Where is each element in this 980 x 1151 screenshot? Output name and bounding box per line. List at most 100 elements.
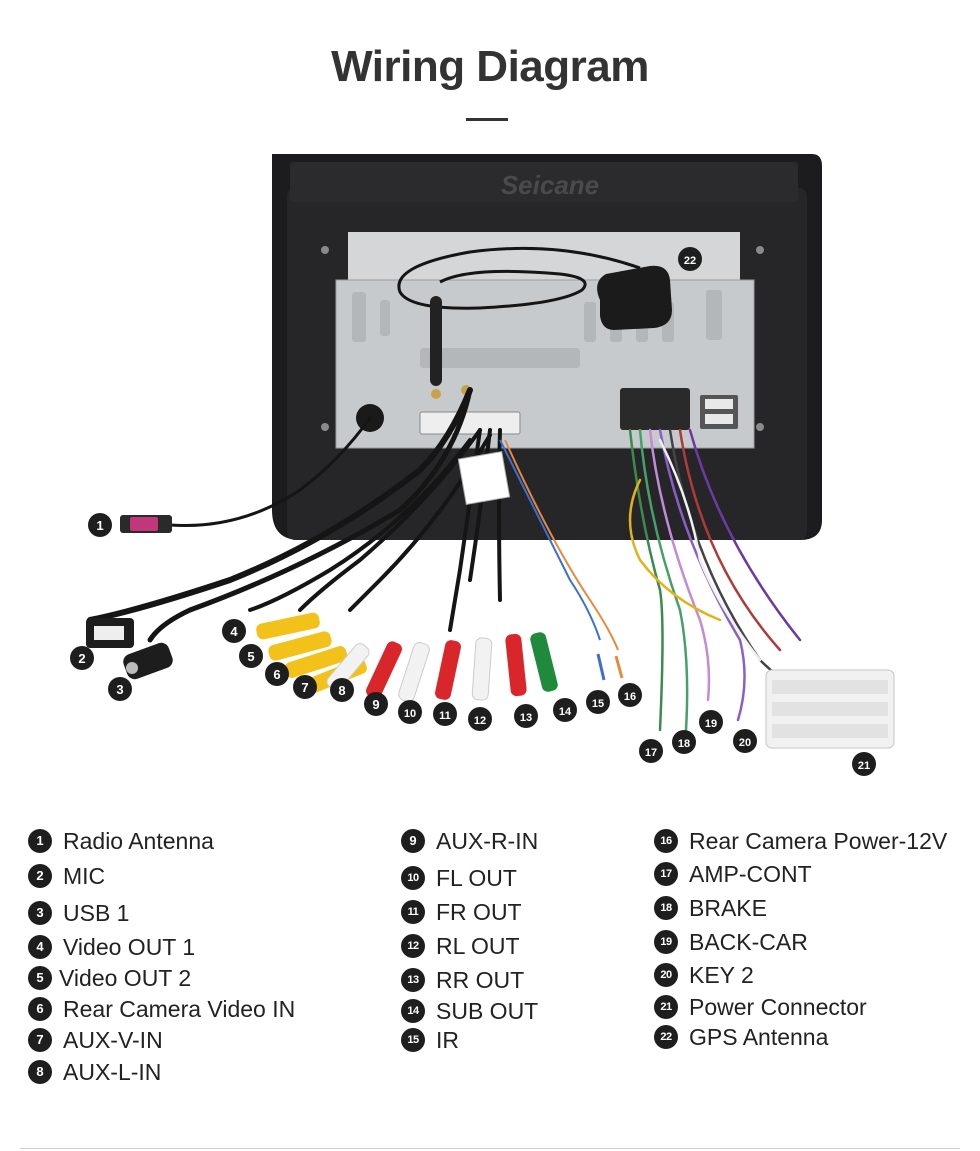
- svg-text:20: 20: [739, 737, 751, 749]
- bottom-divider: [20, 1148, 960, 1149]
- gps-antenna: [597, 265, 672, 330]
- badge-15: 15: [586, 690, 610, 714]
- svg-text:1: 1: [96, 518, 103, 533]
- svg-text:2: 2: [78, 651, 85, 666]
- legend-number-badge: 2: [28, 864, 52, 888]
- legend-number-badge: 14: [401, 999, 425, 1023]
- page-title: Wiring Diagram: [331, 42, 649, 91]
- svg-text:21: 21: [858, 760, 870, 772]
- wifi-antenna: [430, 296, 442, 386]
- legend-label: AUX-R-IN: [436, 828, 539, 854]
- screw-icon: [756, 423, 764, 431]
- legend: 1 Radio Antenna 2 MIC 3 USB 1 4 Video OU…: [0, 826, 980, 1096]
- svg-text:16: 16: [624, 691, 636, 703]
- bezel-top-strip: [290, 162, 798, 202]
- diagram-badges: 1 2 3 4 5 6 7 8 9 10 11 12 13 14 15 16 1…: [70, 247, 876, 776]
- svg-text:7: 7: [301, 680, 308, 695]
- badge-6: 6: [265, 662, 289, 686]
- svg-text:14: 14: [559, 706, 572, 718]
- svg-text:17: 17: [645, 747, 657, 759]
- rca-audio-group: [326, 632, 558, 702]
- legend-label: AUX-L-IN: [63, 1059, 162, 1085]
- watermark-text: Seicane: [501, 170, 599, 200]
- badge-2: 2: [70, 646, 94, 670]
- legend-label: KEY 2: [689, 962, 754, 988]
- svg-text:19: 19: [705, 718, 717, 730]
- badge-22: 22: [678, 247, 702, 271]
- svg-text:9: 9: [372, 697, 379, 712]
- legend-number-badge: 22: [654, 1025, 678, 1049]
- legend-number-badge: 13: [401, 968, 425, 992]
- svg-text:3: 3: [116, 682, 123, 697]
- svg-text:6: 6: [273, 667, 280, 682]
- legend-label: MIC: [63, 863, 106, 889]
- badge-11: 11: [433, 702, 457, 726]
- svg-text:12: 12: [474, 715, 486, 727]
- screw-icon: [321, 423, 329, 431]
- legend-label: FL OUT: [436, 865, 517, 891]
- badge-21: 21: [852, 752, 876, 776]
- cable-label: [457, 450, 511, 506]
- legend-number-badge: 20: [654, 963, 678, 987]
- svg-text:11: 11: [439, 710, 451, 722]
- legend-number-badge: 8: [28, 1060, 52, 1084]
- rca-socket-block: [419, 411, 521, 435]
- legend-label: Radio Antenna: [63, 828, 214, 854]
- badge-19: 19: [699, 710, 723, 734]
- legend-label: IR: [436, 1027, 459, 1053]
- svg-text:18: 18: [678, 738, 690, 750]
- screw-icon: [756, 246, 764, 254]
- power-connector: [765, 669, 895, 749]
- svg-text:8: 8: [338, 683, 345, 698]
- svg-text:13: 13: [520, 712, 532, 724]
- svg-text:4: 4: [230, 624, 238, 639]
- badge-3: 3: [108, 677, 132, 701]
- svg-text:22: 22: [684, 255, 696, 267]
- legend-label: AUX-V-IN: [63, 1027, 163, 1053]
- badge-4: 4: [222, 619, 246, 643]
- badge-14: 14: [553, 698, 577, 722]
- gps-cable: [397, 246, 641, 310]
- legend-number-badge: 15: [401, 1028, 425, 1052]
- legend-number-badge: 21: [654, 995, 678, 1019]
- legend-label: USB 1: [63, 900, 130, 926]
- legend-label: BRAKE: [689, 895, 767, 921]
- legend-number-badge: 7: [28, 1028, 52, 1052]
- legend-number-badge: 11: [401, 900, 425, 924]
- legend-number-badge: 9: [401, 829, 425, 853]
- legend-number-badge: 3: [28, 901, 52, 925]
- legend-number-badge: 19: [654, 930, 678, 954]
- badge-5: 5: [239, 644, 263, 668]
- badge-20: 20: [733, 729, 757, 753]
- svg-text:15: 15: [592, 698, 604, 710]
- legend-label: GPS Antenna: [689, 1024, 829, 1050]
- legend-number-badge: 1: [28, 829, 52, 853]
- legend-number-badge: 18: [654, 896, 678, 920]
- harness-socket: [620, 388, 690, 430]
- legend-label: Power Connector: [689, 994, 867, 1020]
- badge-16: 16: [618, 683, 642, 707]
- legend-label: Rear Camera Power-12V: [689, 828, 948, 854]
- legend-label: Rear Camera Video IN: [63, 996, 296, 1022]
- badge-1: 1: [88, 513, 112, 537]
- chassis-top: [348, 232, 740, 284]
- legend-label: RR OUT: [436, 967, 525, 993]
- legend-label: RL OUT: [436, 933, 520, 959]
- badge-9: 9: [364, 692, 388, 716]
- svg-text:10: 10: [404, 708, 416, 720]
- badge-18: 18: [672, 730, 696, 754]
- legend-number-badge: 5: [28, 966, 52, 990]
- legend-number-badge: 12: [401, 934, 425, 958]
- screw-icon: [321, 246, 329, 254]
- badge-7: 7: [293, 675, 317, 699]
- badge-8: 8: [330, 678, 354, 702]
- legend-number-badge: 4: [28, 935, 52, 959]
- badge-10: 10: [398, 700, 422, 724]
- legend-number-badge: 16: [654, 829, 678, 853]
- legend-number-badge: 10: [401, 866, 425, 890]
- legend-label: FR OUT: [436, 899, 522, 925]
- title-underline: [466, 118, 508, 121]
- legend-label: SUB OUT: [436, 998, 539, 1024]
- legend-label: Video OUT 1: [63, 934, 196, 960]
- legend-number-badge: 6: [28, 997, 52, 1021]
